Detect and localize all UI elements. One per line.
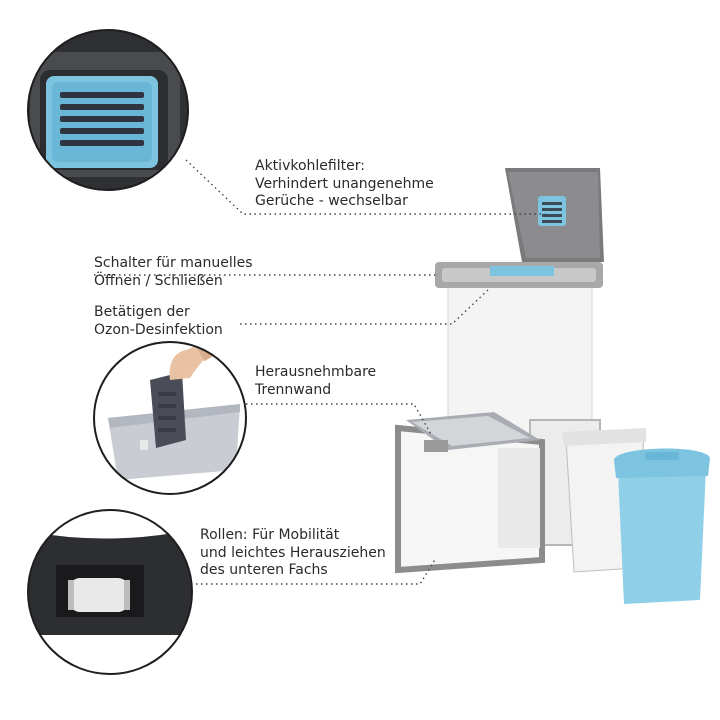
divider-detail-circle	[93, 341, 247, 495]
ozone-callout-line: Ozon-Desinfektion	[94, 321, 223, 338]
leader-filter	[185, 159, 545, 215]
filter-callout: Aktivkohlefilter: Verhindert unangenehme…	[255, 158, 434, 211]
wheels-detail-circle	[27, 509, 193, 675]
filter-callout-line: Aktivkohlefilter:	[255, 158, 365, 174]
ozone-callout: Betätigen der Ozon-Desinfektion	[94, 304, 223, 339]
filter-callout-line: Gerüche - wechselbar	[255, 193, 408, 209]
wheels-callout: Rollen: Für Mobilität und leichtes Herau…	[200, 527, 386, 580]
leader-ozone	[240, 289, 489, 325]
ozone-callout-line: Betätigen der	[94, 304, 190, 320]
switch-callout: Schalter für manuelles Öffnen / Schließe…	[94, 255, 253, 290]
leader-lines	[94, 159, 545, 585]
inner-bucket-blue	[614, 448, 710, 604]
filter-detail-circle	[27, 29, 189, 191]
divider-callout-line: Trennwand	[255, 381, 332, 398]
leader-divider	[246, 403, 433, 437]
wheel-roller-icon	[68, 578, 130, 612]
wheels-callout-line: des unteren Fachs	[200, 562, 328, 578]
bin-drawer	[395, 412, 545, 574]
switch-callout-line: Öffnen / Schließen	[94, 272, 223, 289]
filter-callout-line: Verhindert unangenehme	[255, 175, 434, 192]
divider-callout-line: Herausnehmbare	[255, 364, 377, 380]
filter-vent-icon	[46, 76, 158, 168]
switch-callout-line: Schalter für manuelles	[94, 255, 253, 271]
bin-product	[395, 168, 710, 604]
divider-panel	[150, 372, 186, 448]
divider-callout: Herausnehmbare Trennwand	[255, 364, 376, 399]
bin-lid	[505, 168, 604, 262]
wheels-callout-line: Rollen: Für Mobilität	[200, 527, 340, 543]
wheels-callout-line: und leichtes Herausziehen	[200, 544, 386, 561]
